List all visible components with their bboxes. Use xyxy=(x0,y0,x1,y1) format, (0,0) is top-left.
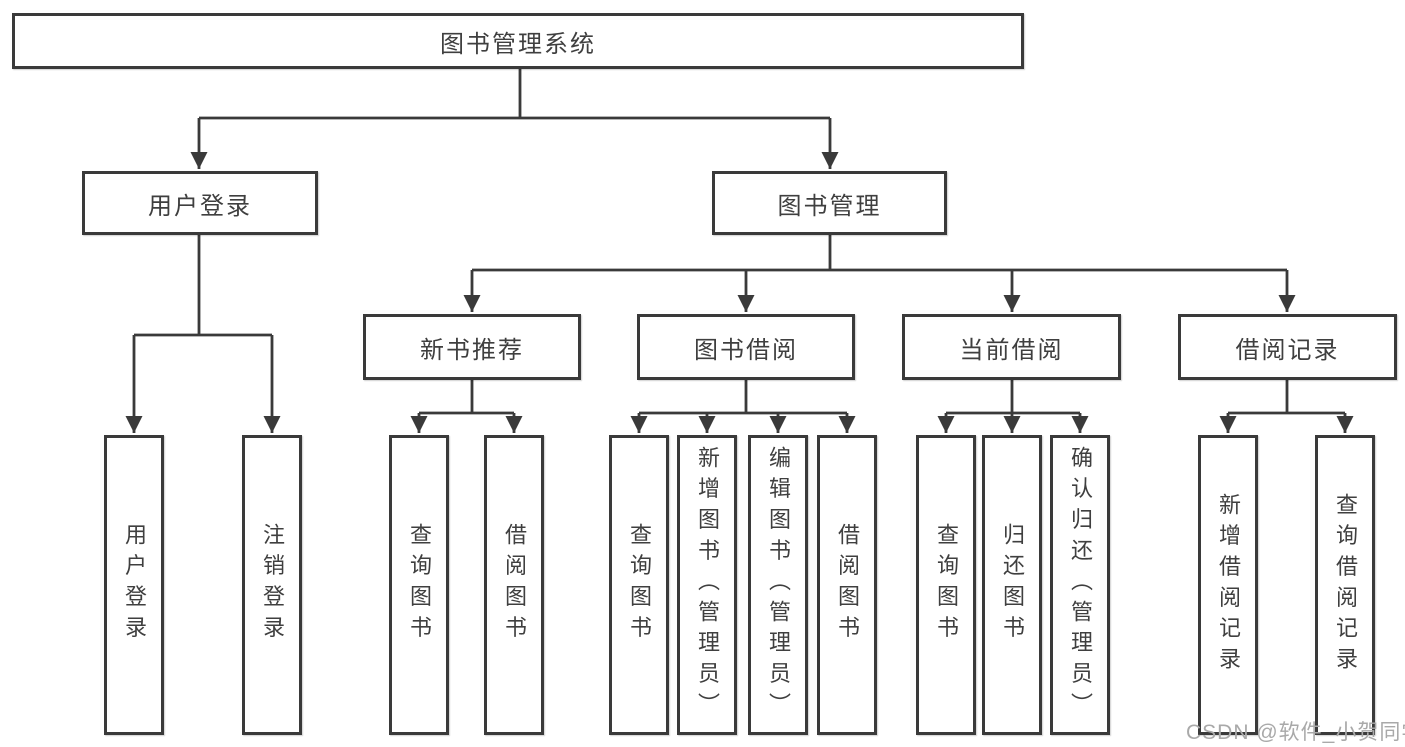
node-current-borrowing: 当前借阅 xyxy=(902,314,1121,380)
leaf-logout: 注销登录 xyxy=(242,435,302,735)
node-label: 确认归还（管理员） xyxy=(1068,446,1093,724)
node-label: 查询图书 xyxy=(627,523,652,647)
node-label: 图书管理 xyxy=(777,192,882,220)
leaf-user-login: 用户登录 xyxy=(104,435,164,735)
node-book-borrowing: 图书借阅 xyxy=(637,314,855,380)
node-label: 用户登录 xyxy=(148,192,252,220)
node-label: 新增图书（管理员） xyxy=(695,446,720,724)
node-label: 新增借阅记录 xyxy=(1216,492,1241,678)
node-label: 借阅图书 xyxy=(502,523,527,647)
leaf-return-books: 归还图书 xyxy=(982,435,1042,735)
leaf-query-books-borrow: 查询图书 xyxy=(609,435,669,735)
leaf-query-borrow-record: 查询借阅记录 xyxy=(1315,435,1375,735)
node-root-system: 图书管理系统 xyxy=(12,13,1024,69)
node-label: 注销登录 xyxy=(260,523,285,647)
node-label: 新书推荐 xyxy=(420,336,524,364)
node-label: 查询图书 xyxy=(407,523,432,647)
leaf-confirm-return-admin: 确认归还（管理员） xyxy=(1050,435,1110,735)
node-label: 归还图书 xyxy=(1000,523,1025,647)
node-label: 查询图书 xyxy=(934,523,959,647)
node-label: 查询借阅记录 xyxy=(1333,492,1358,678)
leaf-query-books-current: 查询图书 xyxy=(916,435,976,735)
node-label: 编辑图书（管理员） xyxy=(766,446,791,724)
node-user-login-group: 用户登录 xyxy=(82,171,318,235)
leaf-edit-books-admin: 编辑图书（管理员） xyxy=(748,435,808,735)
node-label: 图书借阅 xyxy=(694,336,798,364)
leaf-borrow-books-rec: 借阅图书 xyxy=(484,435,544,735)
node-book-management: 图书管理 xyxy=(712,171,947,235)
leaf-query-books-rec: 查询图书 xyxy=(389,435,449,735)
node-label: 用户登录 xyxy=(122,523,147,647)
node-label: 借阅记录 xyxy=(1235,336,1340,364)
node-label: 当前借阅 xyxy=(959,336,1064,364)
leaf-add-borrow-record: 新增借阅记录 xyxy=(1198,435,1258,735)
node-new-book-recommendation: 新书推荐 xyxy=(363,314,581,380)
leaf-borrow-books: 借阅图书 xyxy=(817,435,877,735)
leaf-add-books-admin: 新增图书（管理员） xyxy=(677,435,737,735)
node-label: 借阅图书 xyxy=(835,523,860,647)
node-borrowing-records: 借阅记录 xyxy=(1178,314,1397,380)
node-label: 图书管理系统 xyxy=(440,30,596,58)
